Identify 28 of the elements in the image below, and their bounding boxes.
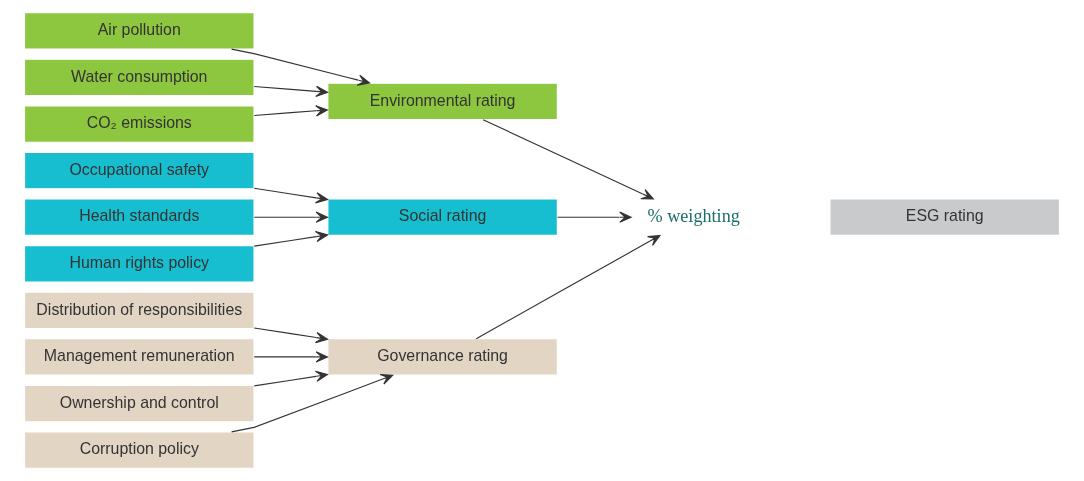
node-box: ESG rating [829, 198, 1061, 236]
node-box: Corruption policy [23, 431, 255, 469]
arrow [231, 48, 371, 86]
node-box: Management remuneration [23, 338, 255, 376]
node-box: Health standards [23, 198, 255, 236]
arrow [253, 211, 329, 223]
node-box: Social rating [327, 198, 558, 236]
node-box: Environmental rating [327, 82, 558, 121]
arrow [253, 187, 329, 204]
node-box: Water consumption [23, 58, 255, 97]
node-box: Ownership and control [23, 384, 255, 423]
node-box: Air pollution [23, 12, 255, 50]
node-box: Governance rating [327, 338, 558, 376]
arrow [253, 327, 329, 344]
node-box: Human rights policy [23, 245, 255, 283]
arrow [475, 234, 661, 340]
node-box: Occupational safety [23, 151, 255, 190]
arrow [557, 211, 632, 223]
arrow [231, 373, 394, 433]
arrow [253, 85, 329, 98]
arrow [253, 351, 329, 363]
arrow [253, 105, 329, 117]
arrow [253, 230, 329, 247]
node-box: Distribution of responsibilities [23, 291, 255, 330]
arrow [482, 119, 654, 200]
arrow [253, 370, 329, 387]
node-text: % weighting [647, 205, 740, 226]
node-box: CO₂ emissions [23, 105, 255, 143]
